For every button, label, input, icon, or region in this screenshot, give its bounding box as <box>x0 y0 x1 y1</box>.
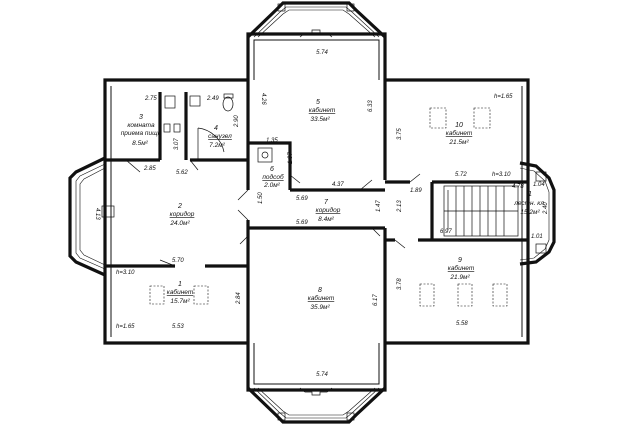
room-7-number: 7 <box>324 199 329 206</box>
dim-135: 1.35 <box>266 138 278 144</box>
dim-697: 6.97 <box>440 229 452 235</box>
stair-number: 1 <box>528 191 532 198</box>
dim-h165-right: h=1.65 <box>494 94 513 100</box>
room-1-name: кабинет <box>167 288 194 296</box>
dim-284: 2.84 <box>236 292 242 305</box>
room-9-number: 9 <box>458 257 462 264</box>
dim-307: 3.07 <box>174 138 180 150</box>
dim-249: 2.49 <box>206 96 219 102</box>
dim-147: 1.47 <box>376 200 382 212</box>
desks <box>149 107 508 307</box>
room-8-name: кабинет <box>308 294 335 302</box>
room-6-name: подсоб <box>262 173 284 181</box>
room-10-area: 21.5м² <box>448 139 469 146</box>
dim-240: 2.40 <box>543 202 549 215</box>
dimension-labels: 5.74 5.74 2.75 2.49 4.26 6.33 3.75 3.07 … <box>94 50 549 378</box>
room-10-name: кабинет <box>446 129 473 137</box>
dim-378: 3.78 <box>397 278 403 290</box>
right-bay-window <box>519 161 556 266</box>
room-1-number: 1 <box>178 281 182 288</box>
dim-375: 3.75 <box>397 128 403 140</box>
room-2-number: 2 <box>177 203 182 210</box>
room-3-number: 3 <box>139 114 143 121</box>
bottom-bay-window <box>246 386 387 424</box>
room-6-number: 6 <box>270 166 274 173</box>
dim-569a: 5.69 <box>296 196 308 202</box>
room-5-number: 5 <box>316 99 320 106</box>
room-8-number: 8 <box>318 287 322 294</box>
dim-413: 4.13 <box>94 208 100 220</box>
dim-197: 1.97 <box>288 152 294 164</box>
room-3-area: 8.5м² <box>132 140 148 147</box>
top-bay-window <box>246 1 387 39</box>
room-9-name: кабинет <box>448 264 475 272</box>
doors <box>125 159 421 267</box>
room-7-area: 8.4м² <box>318 216 334 223</box>
dim-101: 1.01 <box>531 234 543 240</box>
dim-569b: 5.69 <box>296 220 308 226</box>
room-4-area: 7.2м² <box>209 142 225 149</box>
room-4-name: санузел <box>208 133 232 140</box>
dim-213: 2.13 <box>397 200 403 213</box>
room-1-area: 15.7м² <box>170 298 190 305</box>
room-5-name: кабинет <box>309 106 336 114</box>
room-5-area: 33.5м² <box>310 116 330 123</box>
left-bay-window <box>68 156 115 277</box>
fixtures <box>163 93 273 163</box>
room-4-number: 4 <box>214 125 218 132</box>
stair-name: лестн. кл. <box>513 200 546 207</box>
dim-285: 2.85 <box>143 166 156 172</box>
room-3-name-1: комната <box>127 122 155 129</box>
dim-275: 2.75 <box>144 96 157 102</box>
dim-h165-left: h=1.65 <box>116 324 135 330</box>
dim-290: 2.90 <box>234 115 240 128</box>
dim-104: 1.04 <box>533 182 545 188</box>
stair-area: 15.2м² <box>520 209 540 216</box>
interior-walls <box>105 80 528 343</box>
dim-150: 1.50 <box>258 192 264 204</box>
dim-570: 5.70 <box>172 258 184 264</box>
dim-562: 5.62 <box>176 170 188 176</box>
exterior-walls <box>103 32 530 392</box>
dim-426: 4.26 <box>260 93 266 105</box>
room-7-name: коридор <box>316 206 341 214</box>
dim-top: 5.74 <box>316 50 328 56</box>
room-2-name: коридор <box>170 210 195 218</box>
room-8-area: 35.9м² <box>310 304 330 311</box>
room-6-area: 2.0м² <box>263 182 280 189</box>
room-3-name-2: приема пищи <box>121 130 162 137</box>
dim-558: 5.58 <box>456 321 468 327</box>
dim-617: 6.17 <box>373 294 379 306</box>
dim-553: 5.53 <box>172 324 184 330</box>
dim-bottom: 5.74 <box>316 372 328 378</box>
staircase <box>443 185 519 237</box>
dim-572: 5.72 <box>455 172 467 178</box>
room-2-area: 24.0м² <box>169 220 190 227</box>
room-9-area: 21.9м² <box>449 274 470 281</box>
dim-h310-left: h=3.10 <box>116 270 135 276</box>
dim-189: 1.89 <box>410 188 422 194</box>
dim-h310-right: h=3.10 <box>492 172 511 178</box>
dim-633: 6.33 <box>368 100 374 112</box>
dim-478: 4.78 <box>512 184 524 190</box>
room-labels: 5 кабинет 33.5м² 10 кабинет 21.5м² 3 ком… <box>121 99 546 311</box>
room-10-number: 10 <box>455 122 463 129</box>
dim-437: 4.37 <box>332 182 344 188</box>
